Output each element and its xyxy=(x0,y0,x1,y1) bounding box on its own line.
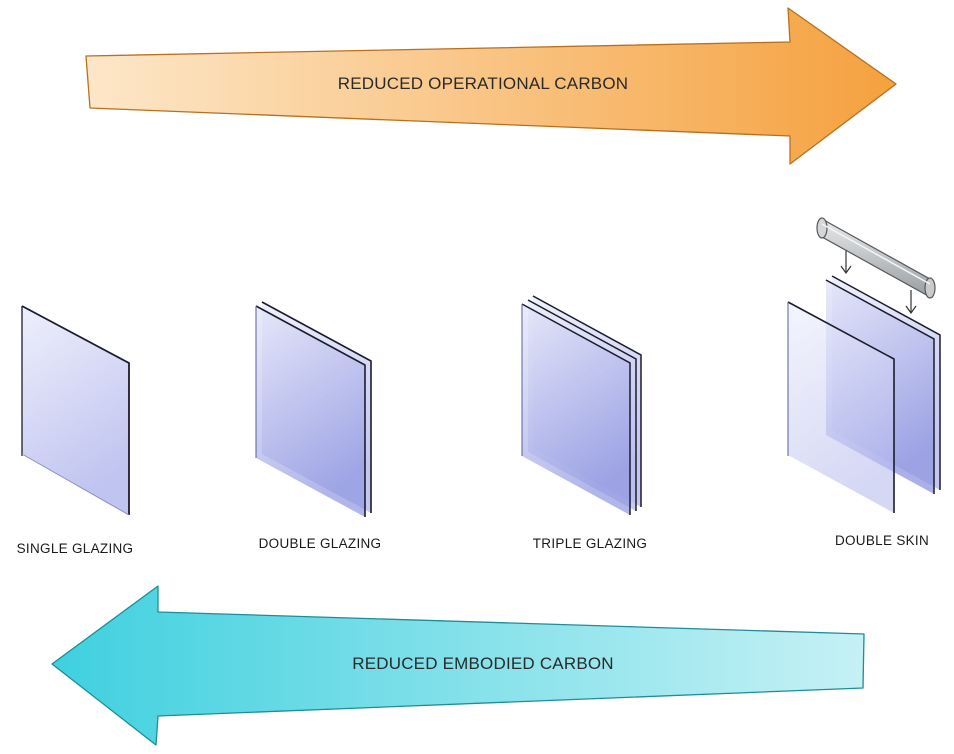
triple-glazing-label: TRIPLE GLAZING xyxy=(533,536,647,551)
triple-glazing-illustration xyxy=(521,295,642,515)
down-arrow-icon xyxy=(840,250,917,315)
single-glazing-label: SINGLE GLAZING xyxy=(17,541,134,556)
operational-carbon-arrow: REDUCED OPERATIONAL CARBON xyxy=(85,7,897,165)
embodied-carbon-arrow-shape xyxy=(51,585,865,746)
operational-carbon-label: REDUCED OPERATIONAL CARBON xyxy=(338,74,628,93)
double-skin-label: DOUBLE SKIN xyxy=(835,533,929,548)
single-glazing-illustration xyxy=(21,305,130,516)
embodied-carbon-arrow: REDUCED EMBODIED CARBON xyxy=(51,585,865,746)
operational-carbon-arrow-shape xyxy=(85,7,897,165)
double-glazing-label: DOUBLE GLAZING xyxy=(259,536,382,551)
embodied-carbon-label: REDUCED EMBODIED CARBON xyxy=(352,654,614,673)
roller-blind-icon xyxy=(816,217,936,299)
double-skin-illustration xyxy=(787,217,941,513)
double-glazing-illustration xyxy=(255,301,372,517)
